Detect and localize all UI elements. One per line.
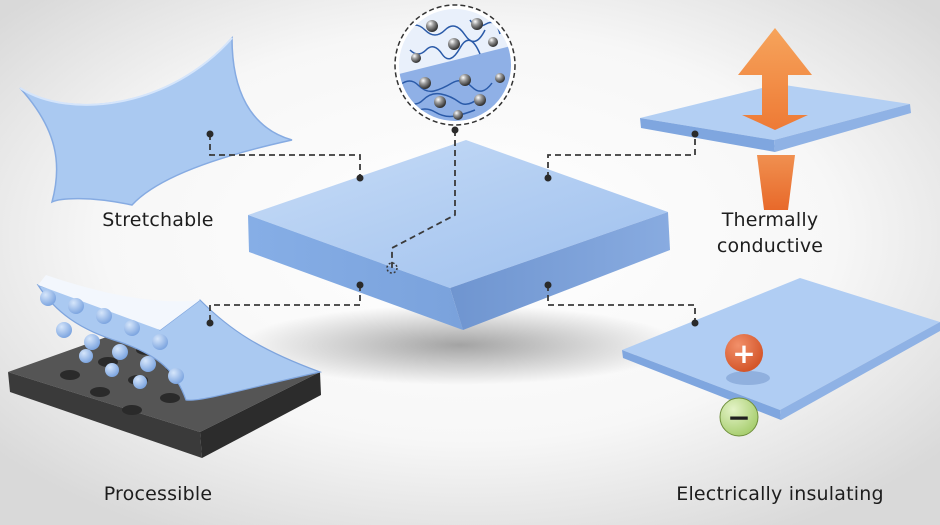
charge-shadow bbox=[726, 371, 770, 385]
connector-thermal bbox=[547, 134, 696, 178]
zoom-origin-marker bbox=[386, 262, 398, 274]
minus-symbol: − bbox=[727, 401, 750, 434]
label-insulating: Electrically insulating bbox=[676, 483, 884, 505]
processible-group bbox=[8, 275, 323, 458]
thermal-film-group bbox=[640, 28, 911, 210]
insulating-group: + − bbox=[622, 278, 940, 437]
stretchable-film bbox=[19, 36, 293, 206]
connector-processible bbox=[209, 285, 361, 323]
lens-dense-region bbox=[399, 45, 511, 121]
connector-stretchable bbox=[209, 134, 361, 178]
label-thermal-line2: conductive bbox=[716, 235, 824, 257]
mold-front bbox=[8, 372, 202, 458]
slab-top-face bbox=[248, 140, 668, 288]
thermal-film-right-edge bbox=[774, 104, 911, 152]
label-processible: Processible bbox=[103, 483, 213, 505]
slab-right-face bbox=[450, 212, 670, 330]
slab-shadow bbox=[240, 305, 680, 385]
thermal-film-left-edge bbox=[640, 118, 775, 152]
connector-insulating bbox=[547, 285, 696, 323]
slab-left-face bbox=[248, 215, 463, 330]
label-thermal-line1: Thermally bbox=[721, 209, 819, 231]
molded-bumps bbox=[40, 290, 184, 389]
insulating-film-top bbox=[622, 278, 940, 410]
connector-microstructure bbox=[391, 130, 456, 268]
central-film-slab bbox=[240, 140, 680, 385]
plus-symbol: + bbox=[732, 337, 755, 370]
microstructure-magnifier bbox=[394, 4, 516, 126]
label-stretchable: Stretchable bbox=[102, 209, 214, 231]
polymer-chains bbox=[399, 19, 501, 118]
insulating-film-right-edge bbox=[780, 322, 940, 420]
mold-side bbox=[200, 372, 321, 458]
arrow-up-icon bbox=[738, 28, 812, 130]
minus-icon: − bbox=[719, 397, 759, 437]
connectors bbox=[209, 130, 696, 323]
filler-particles bbox=[411, 18, 505, 120]
connector-dots bbox=[206, 126, 699, 327]
heat-arrow-lower bbox=[757, 155, 795, 210]
peeled-film-edge bbox=[38, 275, 200, 330]
plus-icon: + bbox=[725, 334, 763, 372]
